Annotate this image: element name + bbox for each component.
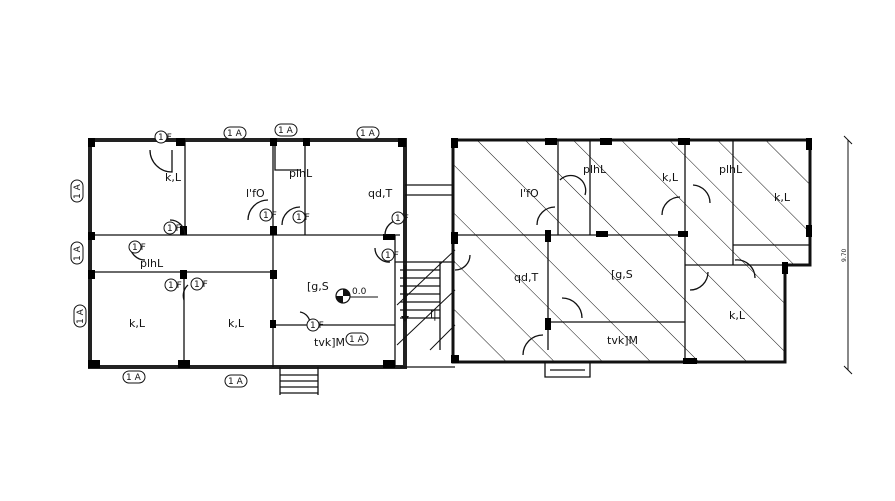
door-tag: 1 F — [263, 211, 277, 221]
room-label: k,L — [228, 317, 245, 330]
room-label: tvk]M — [314, 336, 345, 349]
svg-text:1 A: 1 A — [73, 183, 83, 199]
door-tag: 1 F — [167, 224, 181, 234]
room-label: plhL — [289, 167, 313, 180]
svg-text:1 A: 1 A — [73, 245, 83, 261]
door-tag: 1 F — [296, 213, 310, 223]
window-tags: 1 A 1 A 1 A 1 A 1 A 1 A 1 A 1 A 1 A — [70, 123, 380, 388]
columns-right — [451, 138, 812, 364]
entry-steps-right — [544, 362, 591, 378]
entry-steps — [279, 367, 319, 395]
left-block — [88, 138, 456, 395]
room-label: tvk]M — [607, 334, 638, 347]
columns — [88, 138, 406, 368]
svg-text:1 A: 1 A — [126, 373, 142, 383]
svg-text:1 A: 1 A — [228, 377, 244, 387]
room-label: l'fO — [246, 187, 265, 200]
door-tag: 1 F — [385, 251, 399, 261]
stair-label: l| — [430, 308, 437, 321]
door-tag: 1 F — [168, 281, 182, 291]
room-label: plhL — [719, 163, 743, 176]
svg-text:1 A: 1 A — [278, 126, 294, 136]
svg-text:1 A: 1 A — [76, 308, 86, 324]
room-label: plhL — [140, 257, 164, 270]
room-label: l'fO — [520, 187, 539, 200]
room-label: qd,T — [368, 187, 392, 200]
door-swings-right — [454, 174, 756, 356]
staircase — [395, 261, 455, 350]
room-label: k,L — [774, 191, 791, 204]
svg-text:1 A: 1 A — [349, 335, 365, 345]
door-tags: 1 F 1 F 1 F 1 F 1 F 1 F 1 F 1 F 1 F 1 F — [128, 130, 409, 332]
door-tag: 1 F — [158, 133, 172, 143]
door-tag: 1 F — [395, 214, 409, 224]
right-outer-wall — [451, 138, 812, 364]
svg-text:1 A: 1 A — [360, 129, 376, 139]
left-outer-wall — [88, 138, 407, 369]
door-tag: 1 F — [194, 280, 208, 290]
door-tag: 1 F — [310, 321, 324, 331]
door-tag: 1 F — [132, 243, 146, 253]
room-label: [g,S — [611, 268, 633, 281]
room-label: qd,T — [514, 271, 538, 284]
room-label: k,L — [662, 171, 679, 184]
room-label: k,L — [129, 317, 146, 330]
room-label: k,L — [729, 309, 746, 322]
room-label: plhL — [583, 163, 607, 176]
right-block — [451, 138, 812, 378]
room-label: [g,S — [307, 280, 329, 293]
dimension-text: 9.70 — [841, 248, 848, 262]
room-label: k,L — [165, 171, 182, 184]
svg-text:1 A: 1 A — [227, 129, 243, 139]
dimension-line: 9.70 — [841, 135, 853, 375]
level-text: 0.0 — [352, 287, 367, 297]
door-swings — [129, 149, 401, 326]
